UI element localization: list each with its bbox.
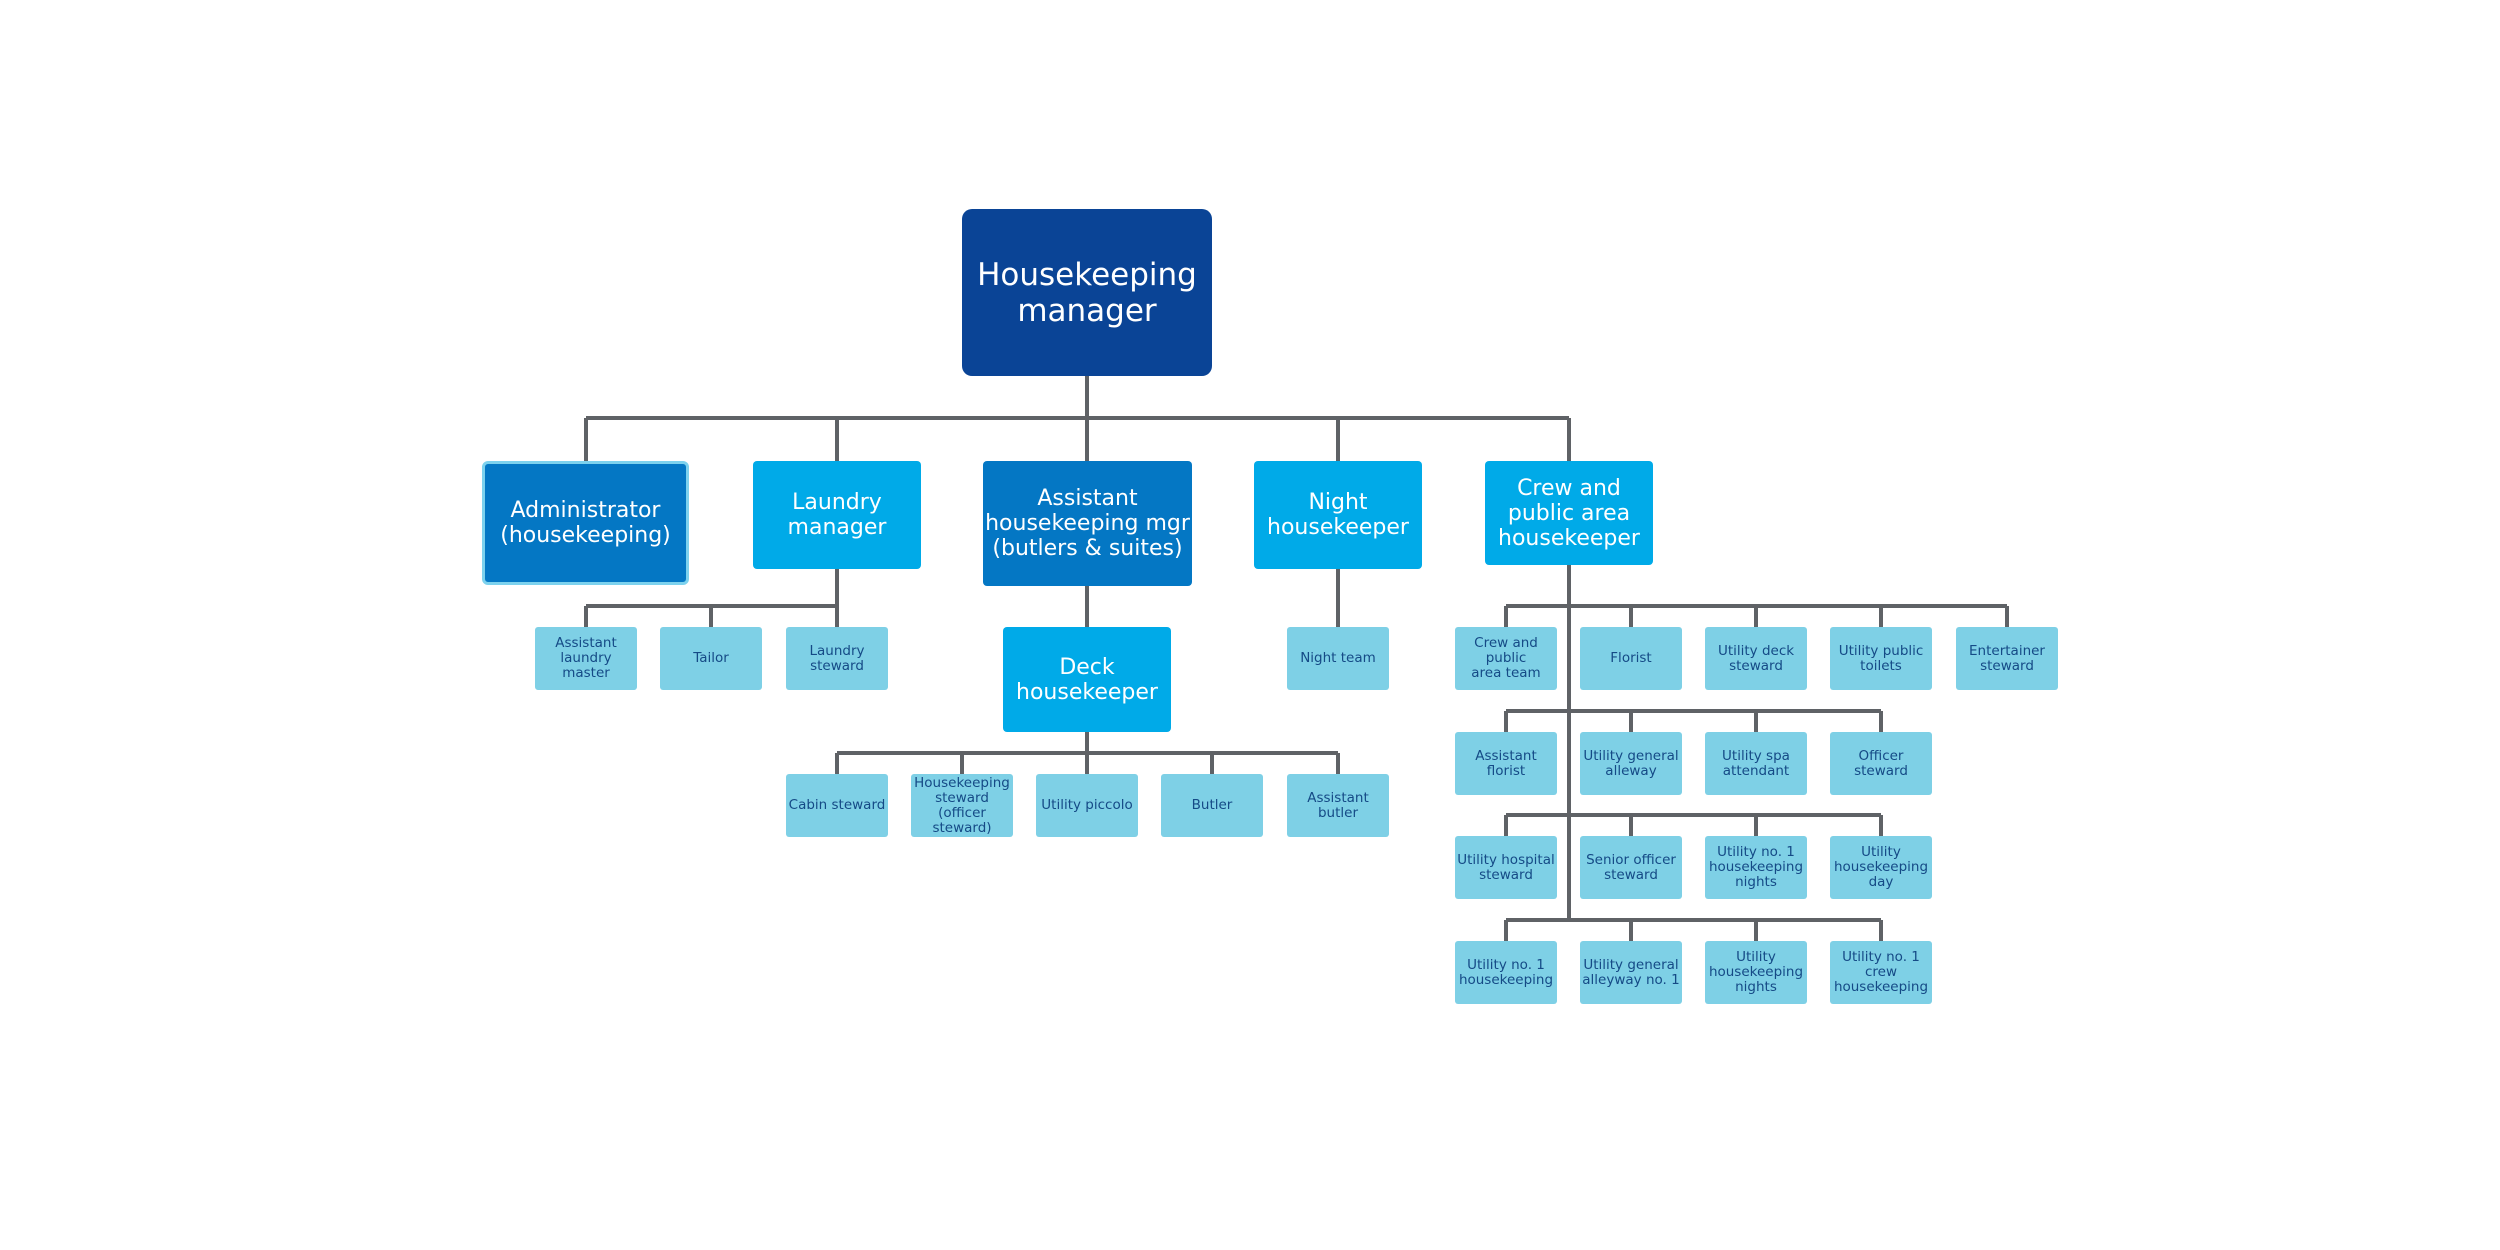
node-night-housekeeper: Night housekeeper	[1254, 461, 1422, 569]
connector-crew	[1504, 565, 2009, 941]
node-utility-no1-housekeeping: Utility no. 1 housekeeping	[1455, 941, 1557, 1004]
node-utility-piccolo: Utility piccolo	[1036, 774, 1138, 837]
node-label: Utility housekeeping day	[1833, 844, 1929, 890]
node-crew-public-area-housekeeper: Crew and public area housekeeper	[1485, 461, 1653, 565]
node-officer-steward: Officer steward	[1830, 732, 1932, 795]
connector-deck	[835, 732, 1340, 774]
node-housekeeping-steward-officer: Housekeeping steward (officer steward)	[911, 774, 1013, 837]
node-label: Utility public toilets	[1838, 642, 1924, 674]
node-label: Assistant butler	[1307, 789, 1369, 821]
node-label: Night housekeeper	[1267, 490, 1409, 540]
connector-manager-level1	[584, 376, 1571, 461]
node-entertainer-steward: Entertainer steward	[1956, 627, 2058, 690]
node-label: Utility general alleyway no. 1	[1582, 956, 1680, 988]
node-assistant-butler: Assistant butler	[1287, 774, 1389, 837]
node-label: Housekeeping manager	[977, 256, 1197, 329]
node-florist: Florist	[1580, 627, 1682, 690]
node-utility-general-alleyway-no1: Utility general alleyway no. 1	[1580, 941, 1682, 1004]
node-label: Utility no. 1 housekeeping nights	[1708, 844, 1804, 890]
node-label: Administrator (housekeeping)	[500, 498, 671, 548]
node-label: Assistant housekeeping mgr (butlers & su…	[985, 486, 1190, 561]
node-label: Senior officer steward	[1586, 851, 1676, 883]
node-utility-deck-steward: Utility deck steward	[1705, 627, 1807, 690]
node-label: Crew and public area team	[1471, 635, 1541, 681]
node-label: Utility general alleway	[1583, 747, 1679, 779]
node-housekeeping-manager: Housekeeping manager	[962, 209, 1212, 376]
node-label: Crew and public area housekeeper	[1498, 475, 1640, 551]
node-label: Florist	[1610, 650, 1652, 666]
node-assistant-laundry-master: Assistant laundry master	[535, 627, 637, 690]
node-label: Night team	[1300, 650, 1376, 666]
node-label: Utility deck steward	[1717, 642, 1795, 674]
node-label: Utility hospital steward	[1457, 851, 1555, 883]
node-label: Officer steward	[1854, 747, 1908, 779]
node-label: Laundry manager	[787, 490, 887, 540]
node-administrator-housekeeping: Administrator (housekeeping)	[482, 461, 689, 585]
node-utility-housekeeping-nights: Utility housekeeping nights	[1705, 941, 1807, 1004]
connector-laundry	[584, 569, 839, 627]
node-label: Utility spa attendant	[1722, 747, 1790, 779]
node-label: Tailor	[693, 650, 729, 666]
node-label: Laundry steward	[809, 642, 865, 674]
node-label: Utility housekeeping nights	[1708, 949, 1804, 995]
node-senior-officer-steward: Senior officer steward	[1580, 836, 1682, 899]
node-utility-spa-attendant: Utility spa attendant	[1705, 732, 1807, 795]
node-night-team: Night team	[1287, 627, 1389, 690]
node-butler: Butler	[1161, 774, 1263, 837]
node-label: Deck housekeeper	[1016, 654, 1158, 705]
node-label: Assistant florist	[1475, 747, 1537, 779]
node-laundry-steward: Laundry steward	[786, 627, 888, 690]
node-utility-hospital-steward: Utility hospital steward	[1455, 836, 1557, 899]
node-label: Housekeeping steward (officer steward)	[914, 774, 1010, 836]
node-utility-general-alleway: Utility general alleway	[1580, 732, 1682, 795]
node-assistant-housekeeping-mgr: Assistant housekeeping mgr (butlers & su…	[983, 461, 1192, 586]
node-deck-housekeeper: Deck housekeeper	[1003, 627, 1171, 732]
node-label: Assistant laundry master	[555, 635, 617, 681]
node-crew-public-area-team: Crew and public area team	[1455, 627, 1557, 690]
node-assistant-florist: Assistant florist	[1455, 732, 1557, 795]
node-utility-housekeeping-day: Utility housekeeping day	[1830, 836, 1932, 899]
node-laundry-manager: Laundry manager	[753, 461, 921, 569]
node-label: Utility no. 1 housekeeping	[1458, 956, 1554, 988]
node-utility-public-toilets: Utility public toilets	[1830, 627, 1932, 690]
node-label: Cabin steward	[788, 797, 886, 813]
node-label: Utility piccolo	[1041, 797, 1133, 813]
node-cabin-steward: Cabin steward	[786, 774, 888, 837]
node-tailor: Tailor	[660, 627, 762, 690]
node-label: Utility no. 1 crew housekeeping	[1833, 949, 1929, 995]
node-label: Butler	[1191, 797, 1233, 813]
node-utility-no1-crew-housekeeping: Utility no. 1 crew housekeeping	[1830, 941, 1932, 1004]
node-label: Entertainer steward	[1969, 642, 2045, 674]
node-utility-no1-housekeeping-nights: Utility no. 1 housekeeping nights	[1705, 836, 1807, 899]
